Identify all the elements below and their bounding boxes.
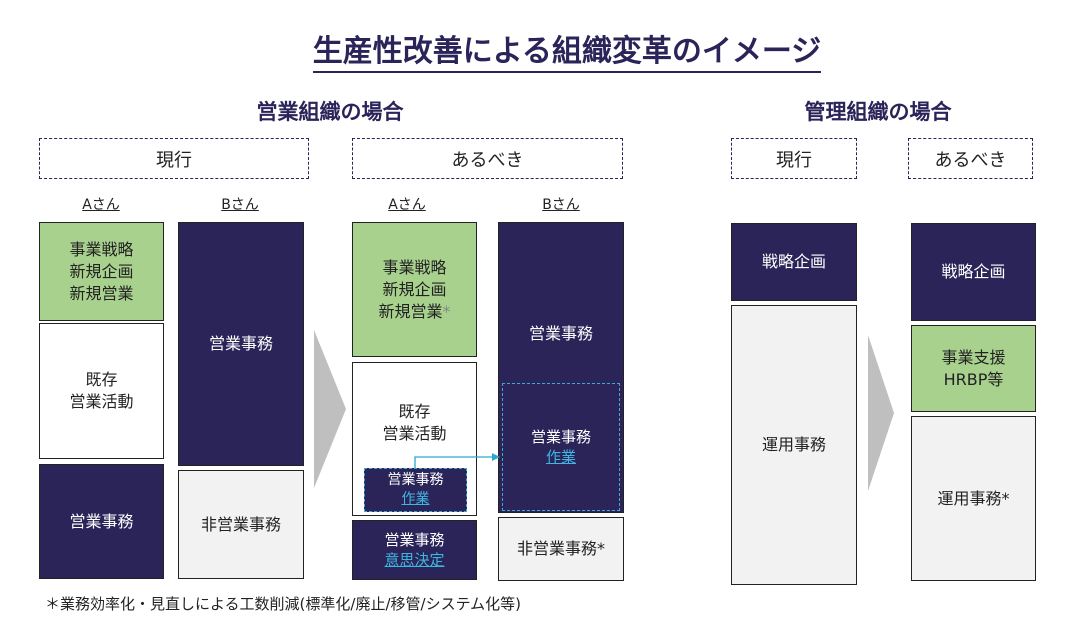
task-label: 作業 [545, 448, 576, 466]
text: 営業活動 [69, 392, 134, 411]
mgmt-ideal-header: あるべき [908, 138, 1033, 179]
person-b-label: Bさん [221, 197, 259, 213]
transition-arrow-icon [314, 330, 346, 488]
text: 事業戦略 [69, 239, 134, 259]
asterisk: * [442, 301, 451, 321]
task-label: 作業 [401, 491, 430, 507]
non-sales-admin-block: 非営業事務 [178, 470, 304, 579]
mgmt-current-header: 現行 [731, 138, 857, 179]
footnote: ＊業務効率化・見直しによる工数削減(標準化/廃止/移管/システム化等) [45, 595, 521, 613]
person-a-label: Aさん [82, 197, 120, 213]
text: 既存 [398, 402, 431, 421]
text: 営業事務 [530, 428, 591, 446]
transferred-task-block: 営業事務 作業 [502, 383, 620, 511]
person-a-label: Aさん [388, 197, 426, 213]
sales-admin-task-block: 営業事務 作業 [364, 468, 467, 512]
text: 新規営業 [378, 301, 443, 321]
page-title: 生産性改善による組織変革のイメージ [0, 26, 1067, 73]
transition-arrow-icon [868, 335, 894, 491]
text: 事業支援 [941, 347, 1006, 367]
strategy-block: 事業戦略 新規企画 新規営業* [352, 222, 477, 357]
non-sales-admin-block: 非営業事務* [498, 517, 624, 581]
strategy-planning-block: 戦略企画 [731, 223, 857, 301]
sales-ideal-header: あるべき [352, 138, 623, 179]
operations-block: 運用事務 [731, 305, 857, 585]
text: 新規営業* [378, 301, 450, 323]
sales-heading: 営業組織の場合 [256, 100, 404, 124]
strategy-block: 事業戦略 新規企画 新規営業 [39, 222, 164, 321]
transfer-connector-arrow-icon [414, 453, 500, 469]
text: 営業事務 [387, 472, 444, 488]
text: 新規企画 [382, 279, 447, 299]
sales-current-header: 現行 [39, 138, 309, 179]
text: 事業戦略 [382, 257, 447, 277]
text: 営業事務 [528, 324, 593, 343]
business-support-block: 事業支援 HRBP等 [911, 325, 1036, 412]
sales-admin-decision-block: 営業事務 意思決定 [352, 520, 477, 580]
decision-label: 意思決定 [384, 551, 445, 569]
management-heading: 管理組織の場合 [804, 100, 952, 124]
text: 新規営業 [69, 283, 134, 303]
operations-block: 運用事務* [911, 416, 1036, 581]
text: HRBP等 [943, 369, 1004, 389]
existing-sales-block: 既存 営業活動 [39, 323, 164, 459]
text: 営業事務 [384, 531, 445, 549]
text: 既存 [85, 370, 118, 389]
sales-admin-block: 営業事務 [178, 222, 304, 466]
text: 営業活動 [382, 424, 447, 443]
text: 新規企画 [69, 261, 134, 281]
sales-admin-block: 営業事務 [39, 464, 164, 579]
strategy-planning-block: 戦略企画 [911, 223, 1036, 321]
person-b-label: Bさん [542, 197, 580, 213]
